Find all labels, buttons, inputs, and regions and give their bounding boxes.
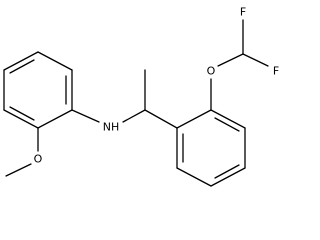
amine-nh-label: NH bbox=[103, 121, 120, 134]
bond bbox=[217, 53, 244, 67]
methoxy-oxygen-label: O bbox=[34, 153, 43, 166]
double-bond-inner bbox=[9, 59, 35, 74]
double-bond-inner bbox=[9, 106, 35, 121]
double-bond-inner bbox=[214, 164, 240, 179]
bond bbox=[242, 53, 269, 67]
difluoromethoxyphenyl-ring bbox=[176, 109, 246, 187]
double-bond-inner bbox=[214, 117, 240, 132]
bond bbox=[37, 51, 73, 71]
bond bbox=[71, 109, 100, 123]
bond bbox=[122, 109, 146, 123]
bond bbox=[176, 167, 212, 187]
structure-diagram: O NH O F F bbox=[3, 6, 279, 187]
bond bbox=[176, 109, 212, 129]
ether-oxygen-label: O bbox=[207, 65, 216, 78]
bond bbox=[210, 109, 246, 129]
bond bbox=[144, 109, 178, 129]
bond bbox=[37, 109, 73, 129]
bond bbox=[3, 51, 39, 71]
bond bbox=[3, 109, 39, 129]
bond bbox=[5, 163, 32, 177]
methoxyphenyl-ring bbox=[3, 51, 73, 129]
fluorine-label: F bbox=[273, 65, 279, 78]
fluorine-label: F bbox=[240, 6, 246, 19]
bond bbox=[210, 167, 246, 187]
